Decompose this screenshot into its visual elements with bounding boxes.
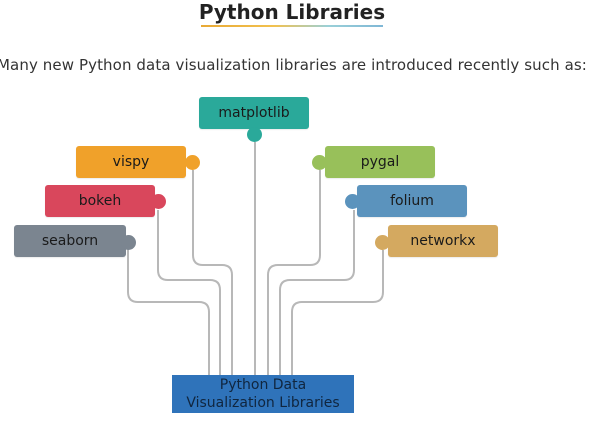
intro-text: Many new Python data visualization libra… [0,56,587,74]
title-underline [201,25,383,27]
node-networkx-label: networkx [410,233,476,249]
node-matplotlib-connector-dot [247,127,262,142]
node-folium: folium [357,185,467,217]
node-bokeh: bokeh [45,185,155,217]
node-pygal-connector-dot [312,155,327,170]
node-seaborn-connector-dot [121,235,136,250]
connector-seaborn [127,250,210,375]
center-node-line2: Visualization Libraries [186,395,340,411]
connector-networkx [291,250,384,375]
node-bokeh-label: bokeh [78,193,122,209]
center-node: Python Data Visualization Libraries [172,375,354,413]
node-folium-connector-dot [345,194,360,209]
node-matplotlib-label: matplotlib [218,105,290,121]
page-title: Python Libraries [198,0,386,24]
node-pygal: pygal [325,146,435,178]
connector-folium [279,210,355,375]
node-networkx: networkx [388,225,498,257]
node-pygal-label: pygal [360,154,400,170]
node-seaborn-label: seaborn [41,233,99,249]
node-networkx-connector-dot [375,235,390,250]
node-vispy-connector-dot [185,155,200,170]
connector-vispy [192,170,233,375]
center-node-line1: Python Data [219,377,307,393]
node-bokeh-connector-dot [151,194,166,209]
node-seaborn: seaborn [14,225,126,257]
connector-bokeh [157,210,221,375]
node-matplotlib: matplotlib [199,97,309,129]
connector-pygal [267,170,321,375]
node-folium-label: folium [390,193,434,209]
node-vispy-label: vispy [112,154,150,170]
node-vispy: vispy [76,146,186,178]
